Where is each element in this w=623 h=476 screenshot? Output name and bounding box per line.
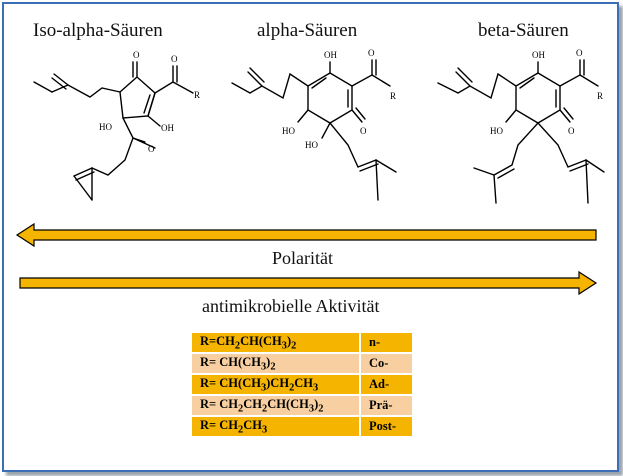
- substituent-prefix: n-: [359, 333, 412, 352]
- atom-o-beta-ketone: O: [568, 126, 575, 136]
- substituent-prefix: Co-: [359, 354, 412, 373]
- atom-ho-beta: HO: [490, 126, 503, 136]
- atom-o-iso-side: O: [148, 144, 155, 154]
- substituent-r-group: R= CH(CH3)2: [192, 354, 359, 373]
- iso-alpha-bonds: [33, 61, 194, 201]
- title-beta-acids: beta-Säuren: [478, 20, 569, 41]
- substituent-r-group: R= CH2CH3: [192, 417, 359, 436]
- beta-bonds: [437, 59, 605, 204]
- substituent-r-group: R=CH2CH(CH3)2: [192, 333, 359, 352]
- substituent-r-group: R= CH(CH3)CH2CH3: [192, 375, 359, 394]
- atom-ho-alpha-bottom: HO: [305, 140, 318, 150]
- substituent-prefix: Ad-: [359, 375, 412, 394]
- atom-o-iso-ketone: O: [133, 50, 140, 60]
- activity-label: antimikrobielle Aktivität: [202, 296, 380, 316]
- atom-o-beta-acyl: O: [576, 48, 583, 58]
- activity-arrow: [19, 270, 598, 296]
- substituent-prefix: Prä-: [359, 396, 412, 415]
- atom-ho-iso: HO: [99, 122, 112, 132]
- atom-o-iso-acyl: O: [171, 54, 178, 64]
- atom-oh-iso: OH: [161, 123, 174, 133]
- atom-r-alpha: R: [390, 91, 396, 101]
- atom-oh-alpha-top: OH: [324, 50, 337, 60]
- atom-oh-beta-top: OH: [532, 50, 545, 60]
- substituent-r-group: R= CH2CH2CH(CH3)2: [192, 396, 359, 415]
- polarity-arrow: [15, 222, 597, 248]
- atom-o-alpha-ketone: O: [360, 126, 367, 136]
- alpha-bonds: [231, 59, 397, 201]
- title-alpha-acids: alpha-Säuren: [257, 20, 358, 41]
- title-iso-alpha-acids: Iso-alpha-Säuren: [33, 20, 163, 41]
- atom-r-iso: R: [194, 90, 200, 100]
- polarity-label: Polarität: [272, 248, 333, 268]
- atom-r-beta: R: [597, 91, 603, 101]
- substituent-prefix: Post-: [359, 417, 412, 436]
- atom-o-alpha-acyl: O: [368, 48, 375, 58]
- atom-ho-alpha-left: HO: [282, 126, 295, 136]
